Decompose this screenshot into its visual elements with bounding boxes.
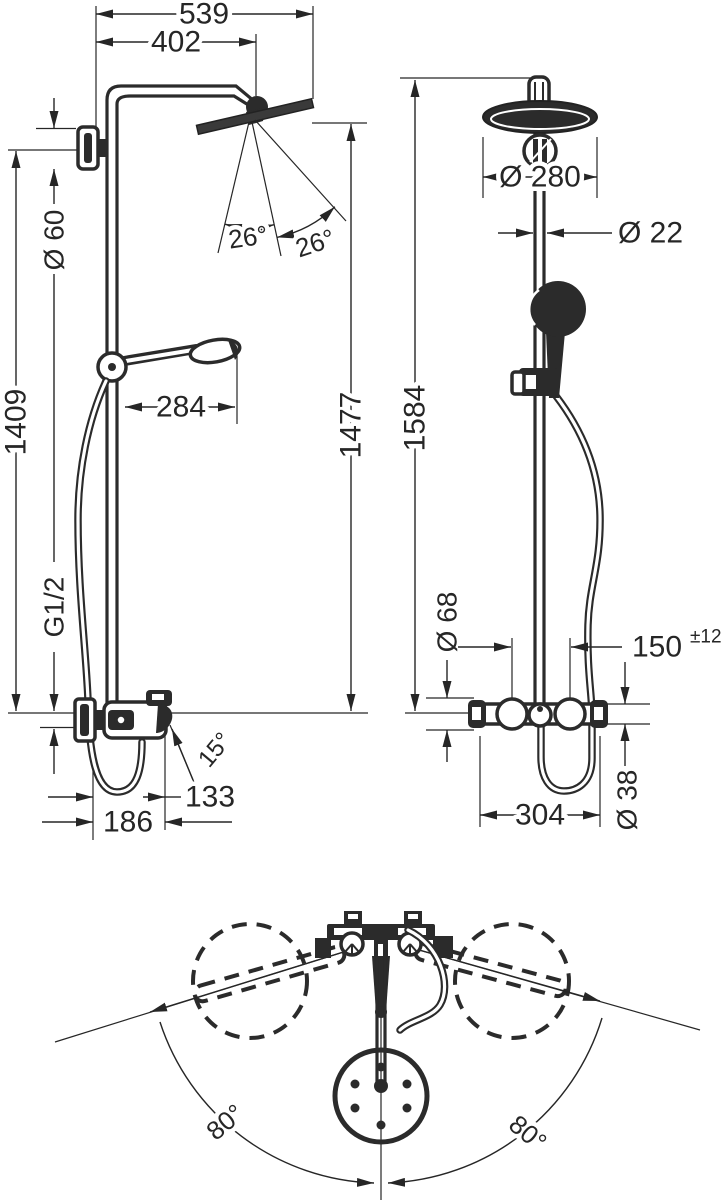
top-view-product <box>54 911 701 1200</box>
swivel-circle-right <box>453 922 571 1040</box>
overhead-shower-front <box>482 100 598 134</box>
dim-total-width: 539 <box>179 0 229 31</box>
spray-lines <box>217 119 347 257</box>
swung-arm-right <box>413 942 568 999</box>
valve-connection-left <box>495 697 529 731</box>
dim-thread: G1/2 <box>39 577 70 638</box>
dim-head-height: 1477 <box>335 392 368 459</box>
dim-spray-angle-left: 26° <box>226 219 269 254</box>
dim-connection-tolerance: ±12 <box>690 627 721 648</box>
dim-valve-diameter: Ø 68 <box>432 592 463 653</box>
hand-shower-head-front <box>530 281 586 337</box>
dim-head-diameter: Ø 280 <box>499 161 581 194</box>
dim-escutcheon-diameter: Ø 60 <box>39 210 70 271</box>
dim-valve-width: 304 <box>515 799 565 832</box>
thermostat-knob <box>527 702 553 728</box>
front-view-product <box>468 75 608 795</box>
riser-pipe-outer <box>105 84 256 712</box>
dim-spray-angle-right: 26° <box>292 223 339 264</box>
swivel-arc-right <box>387 1017 603 1187</box>
hand-shower-head-side <box>188 337 242 365</box>
dim-spout-length: 133 <box>185 781 235 814</box>
overhead-shower-side <box>195 97 315 136</box>
dim-pipe-height: 1409 <box>0 389 33 456</box>
dim-hand-shower-reach: 284 <box>156 391 206 424</box>
overhead-shower-top-view <box>332 1047 430 1145</box>
dim-total-height: 1584 <box>399 385 432 452</box>
riser-pipe-inner <box>115 94 251 712</box>
spout-top-view <box>372 956 390 1012</box>
dim-connection-spacing: 150 <box>632 631 682 664</box>
swivel-circle-left <box>191 922 309 1040</box>
valve-connection-right <box>553 697 587 731</box>
top-view-dimensions: 80° 80° <box>196 1093 557 1161</box>
swivel-arc-left <box>159 1021 375 1187</box>
front-view-dimensions: 1584 Ø 280 Ø 22 Ø 68 150 ±12 Ø 38 304 <box>394 80 721 836</box>
dim-arm-width: 402 <box>151 26 201 59</box>
dim-swivel-right: 80° <box>503 1109 552 1157</box>
dim-hose-diameter: Ø 38 <box>612 770 643 831</box>
dim-spout-depth: 186 <box>103 806 153 839</box>
dim-spout-angle: 15° <box>193 727 237 772</box>
tub-spout-side <box>156 704 173 733</box>
side-view-product <box>73 84 347 796</box>
side-view-dimensions: 539 402 Ø 60 G1/2 1409 1477 284 26° 26° … <box>0 0 372 843</box>
dim-pipe-diameter: Ø 22 <box>618 217 683 250</box>
